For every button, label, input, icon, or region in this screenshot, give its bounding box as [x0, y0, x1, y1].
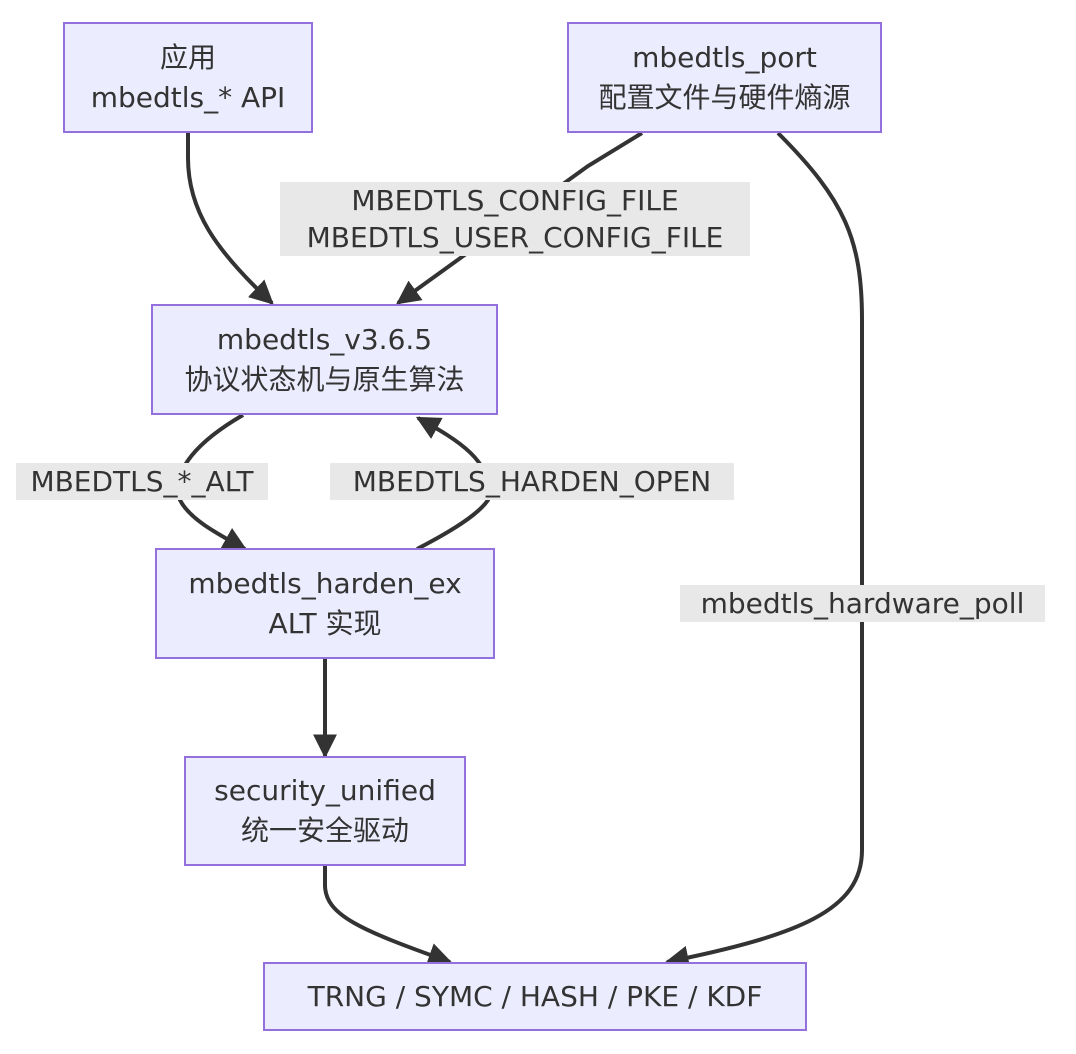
node-harden-line2: ALT 实现: [268, 606, 382, 640]
node-security-line1: security_unified: [214, 774, 436, 807]
edge-app-to-mbedtls: [186, 133, 274, 305]
edge-port-to-mbedtls: [396, 131, 644, 305]
edge-label-poll-text: mbedtls_hardware_poll: [700, 587, 1025, 620]
node-app: 应用 mbedtls_* API: [63, 22, 313, 133]
node-harden-line1: mbedtls_harden_ex: [188, 566, 462, 600]
node-mbedtls-port: mbedtls_port 配置文件与硬件熵源: [567, 22, 882, 133]
edge-label-config-line1: MBEDTLS_CONFIG_FILE: [351, 184, 679, 217]
node-mbedtls-core: mbedtls_v3.6.5 协议状态机与原生算法: [151, 304, 498, 415]
node-app-line1: 应用: [159, 40, 216, 74]
node-hw-line1: TRNG / SYMC / HASH / PKE / KDF: [307, 979, 763, 1013]
node-mbedtls-line1: mbedtls_v3.6.5: [216, 322, 433, 356]
node-harden-ex: mbedtls_harden_ex ALT 实现: [155, 548, 495, 659]
edge-label-harden-open-text: MBEDTLS_HARDEN_OPEN: [352, 465, 712, 498]
node-hardware: TRNG / SYMC / HASH / PKE / KDF: [263, 962, 807, 1031]
node-port-line1: mbedtls_port: [632, 40, 817, 74]
edge-label-alt-text: MBEDTLS_*_ALT: [30, 465, 254, 498]
edge-label-harden-open: MBEDTLS_HARDEN_OPEN: [330, 463, 734, 500]
node-security-unified: security_unified 统一安全驱动: [184, 756, 466, 866]
edge-security-to-hw: [323, 866, 453, 967]
edge-label-hardware-poll: mbedtls_hardware_poll: [680, 585, 1045, 622]
edge-label-alt: MBEDTLS_*_ALT: [16, 463, 268, 500]
node-app-line2: mbedtls_* API: [90, 80, 286, 114]
edge-port-to-hw: [664, 131, 864, 970]
node-mbedtls-line2: 协议状态机与原生算法: [184, 362, 465, 396]
node-security-line2: 统一安全驱动: [240, 814, 409, 847]
node-port-line2: 配置文件与硬件熵源: [598, 80, 851, 114]
edge-label-config-line2: MBEDTLS_USER_CONFIG_FILE: [306, 221, 724, 254]
edge-label-config: MBEDTLS_CONFIG_FILE MBEDTLS_USER_CONFIG_…: [280, 182, 750, 256]
